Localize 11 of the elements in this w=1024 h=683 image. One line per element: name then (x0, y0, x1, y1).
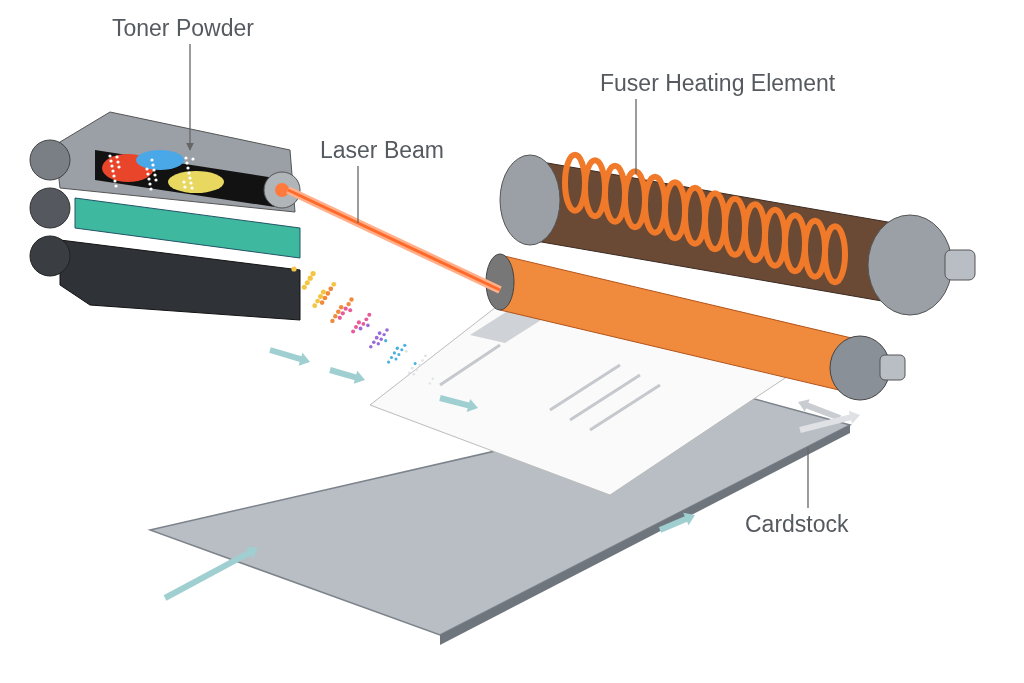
part-label: Toner Powder (112, 16, 254, 42)
part-label: Cardstock (745, 512, 849, 538)
leader-line (186, 43, 194, 151)
toner-powder-drawing (102, 150, 224, 193)
part-label: Laser Beam (320, 138, 444, 164)
laser-beam (286, 186, 502, 294)
heating-coil-drawing (562, 151, 848, 286)
leader-line (357, 165, 359, 224)
part-label: Fuser Heating Element (600, 71, 836, 97)
leader-line (807, 446, 809, 509)
leader-line (635, 98, 637, 175)
